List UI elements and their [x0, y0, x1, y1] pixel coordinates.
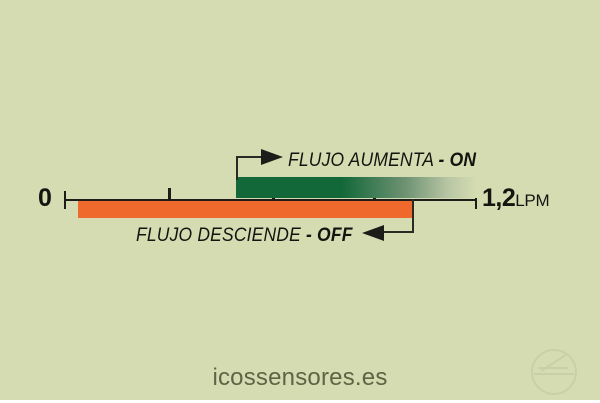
- leader-line-off: [384, 231, 414, 233]
- arrow-right-icon: [261, 149, 283, 165]
- flow-decreasing-bar: [78, 201, 413, 218]
- axis-tick: [373, 188, 376, 210]
- axis-start-cap: [64, 191, 66, 209]
- arrow-left-icon: [362, 225, 384, 241]
- axis-tick: [272, 188, 275, 210]
- axis-min-label: 0: [38, 184, 52, 212]
- callout-on-text: FLUJO AUMENTA: [288, 150, 434, 171]
- callout-on-state: - ON: [438, 150, 477, 171]
- callout-flow-increasing: FLUJO AUMENTA - ON: [288, 151, 476, 170]
- axis-end-cap: [475, 191, 477, 209]
- axis-line: [64, 199, 477, 201]
- leader-line-off: [412, 199, 414, 233]
- leader-line-on: [236, 156, 263, 158]
- flow-increasing-bar: [236, 177, 477, 198]
- circle-slash-logo-icon: [528, 346, 580, 398]
- axis-max-label: 1,2LPM: [482, 184, 550, 212]
- axis-max-value: 1,2: [482, 184, 516, 212]
- axis-tick: [168, 188, 171, 210]
- callout-off-state: - OFF: [306, 225, 353, 246]
- callout-flow-decreasing: FLUJO DESCIENDE - OFF: [136, 226, 353, 245]
- callout-off-text: FLUJO DESCIENDE: [136, 225, 301, 246]
- leader-line-on: [236, 156, 238, 180]
- axis-max-unit: LPM: [515, 191, 550, 210]
- watermark-text: icossensores.es: [212, 364, 388, 391]
